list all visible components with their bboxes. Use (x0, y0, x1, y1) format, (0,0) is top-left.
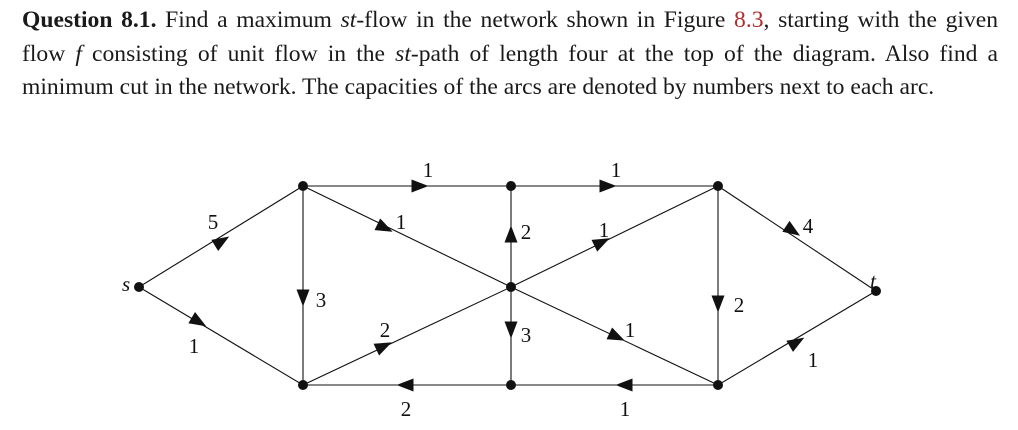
node-b (506, 181, 516, 191)
arrowhead-icon (504, 225, 518, 243)
source-label: s (122, 272, 130, 296)
arc-m-c (510, 185, 719, 288)
node-e (506, 380, 516, 390)
nodes-layer (134, 181, 881, 390)
question-label: Question 8.1. (22, 7, 157, 33)
arrowhead-icon (591, 238, 610, 252)
capacity-label: 5 (208, 210, 219, 234)
arrowhead-icon (599, 179, 617, 193)
arrowhead-icon (504, 321, 518, 339)
arc-d-m (302, 286, 512, 386)
sink-label: t (870, 269, 877, 293)
node-m (506, 282, 516, 292)
arrowhead-icon (615, 378, 633, 392)
arrowhead-icon (296, 289, 310, 307)
flow-f-italic: f (75, 40, 82, 67)
capacity-label: 1 (611, 158, 622, 182)
arrowhead-icon (411, 179, 429, 193)
capacity-label: 2 (401, 397, 412, 421)
capacity-label: 1 (625, 318, 636, 342)
capacity-label: 1 (396, 210, 407, 234)
capacity-label: 2 (734, 293, 745, 317)
arc-s-a (138, 185, 304, 288)
capacity-label: 2 (380, 318, 391, 342)
question-text-part: -path of length four at the top of the d… (22, 40, 998, 101)
capacity-label: 1 (620, 397, 631, 421)
arrowhead-icon (711, 295, 725, 313)
arrowhead-icon (786, 337, 805, 352)
arrowhead-icon (782, 220, 801, 236)
node-d (298, 380, 308, 390)
question-text-part: , starting with the given flow (22, 7, 999, 67)
question-text-part: -flow in the network shown in Figure (356, 7, 735, 33)
arrowheads-layer (188, 179, 805, 392)
question-text: Question 8.1. Find a maximum st-flow in … (22, 4, 998, 105)
arc-c-t (717, 185, 877, 292)
st-italic: st (340, 7, 357, 33)
question-text-part: Find a maximum (165, 7, 341, 33)
capacity-label: 1 (423, 158, 434, 182)
capacity-label: 2 (521, 220, 532, 244)
figure-ref-link[interactable]: 8.3 (734, 7, 764, 33)
node-s (134, 282, 144, 292)
node-t (871, 286, 881, 296)
node-f (713, 380, 723, 390)
capacity-label: 3 (316, 288, 327, 312)
capacity-label: 1 (189, 334, 200, 358)
capacity-label: 1 (808, 348, 819, 372)
node-a (298, 181, 308, 191)
capacity-label: 4 (803, 214, 814, 238)
arc-a-m (302, 185, 512, 288)
capacity-label: 1 (599, 218, 610, 242)
arrowhead-icon (374, 218, 393, 232)
arrowhead-icon (188, 312, 207, 327)
labels-layer: 5 1 1 1 1 3 2 1 2 3 1 2 4 1 2 1 (189, 158, 819, 421)
question-text-part: consisting of unit flow in the (81, 40, 396, 67)
node-c (713, 181, 723, 191)
capacity-label: 3 (521, 323, 532, 347)
st-italic: st (395, 40, 411, 67)
arrowhead-icon (211, 236, 230, 251)
arc-s-d (138, 286, 304, 386)
arrowhead-icon (396, 378, 414, 392)
arrowhead-icon (373, 342, 392, 356)
arrowhead-icon (606, 327, 625, 341)
arc-f-t (717, 290, 877, 386)
